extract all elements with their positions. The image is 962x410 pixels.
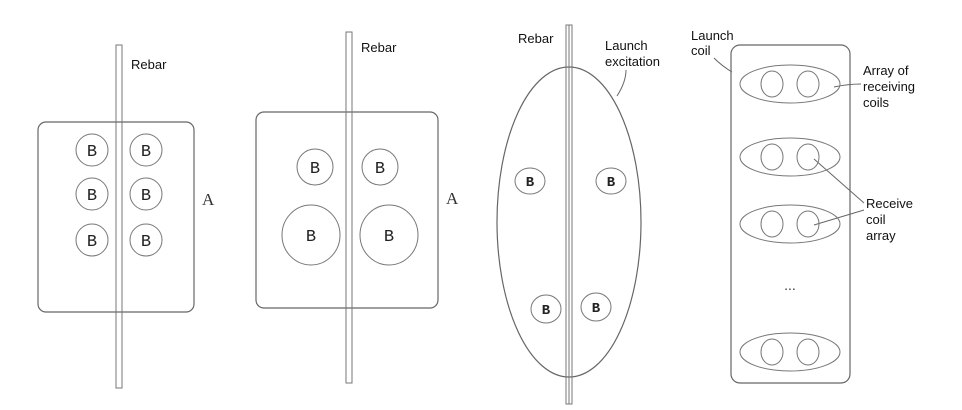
svg-text:B: B <box>526 175 535 191</box>
panel-2-rebar-label: Rebar <box>361 40 397 55</box>
svg-text:B: B <box>310 160 320 179</box>
svg-text:B: B <box>384 228 394 247</box>
panel-4-launch-coil-leader <box>713 57 733 73</box>
panel-4: Launch coil Array of receiving coils Rec… <box>691 28 919 384</box>
panel-2-coil: B <box>296 148 334 186</box>
panel-3-coil: B <box>580 292 612 322</box>
panel-4-array-label: Array of receiving coils <box>863 63 919 110</box>
svg-text:B: B <box>592 301 601 317</box>
panel-1-coil: B <box>75 177 109 211</box>
panel-1-coil: B <box>75 223 109 257</box>
panel-3-coil: B <box>595 167 627 195</box>
svg-text:B: B <box>141 187 151 206</box>
panel-1-coil: B <box>129 133 163 167</box>
panel-4-receive-leader <box>813 209 865 226</box>
svg-text:B: B <box>141 233 151 252</box>
panel-4-receiver-group <box>739 332 841 372</box>
panel-3-excitation-leader <box>616 69 627 97</box>
panel-4-receiver-group <box>739 137 841 177</box>
panel-3-excitation-label: Launch excitation <box>605 38 660 69</box>
panel-3-rebar-label: Rebar <box>518 31 554 46</box>
panel-1-rebar <box>115 44 123 389</box>
panel-1-coil: B <box>129 223 163 257</box>
svg-text:B: B <box>306 228 316 247</box>
panel-2-box <box>255 111 439 309</box>
panel-2-coil: B <box>359 204 419 266</box>
svg-text:B: B <box>542 303 551 319</box>
panel-4-array-leader <box>833 83 862 88</box>
panel-2-coil: B <box>281 204 341 266</box>
svg-text:B: B <box>87 233 97 252</box>
panel-4-receive-leader <box>813 158 865 204</box>
panel-1-coil: B <box>129 177 163 211</box>
panel-1-box-label: A <box>202 190 215 209</box>
panel-2-coil: B <box>361 148 399 186</box>
panel-2-rebar <box>345 31 353 384</box>
panel-4-launch-coil-label: Launch coil <box>691 28 737 58</box>
svg-text:B: B <box>607 175 616 191</box>
panel-4-receive-label: Receive coil array <box>866 196 917 243</box>
svg-text:B: B <box>375 160 385 179</box>
panel-3-coil: B <box>514 167 546 195</box>
panel-3: Rebar Launch excitation B B B B <box>496 24 660 405</box>
svg-text:B: B <box>141 143 151 162</box>
panel-1-coil: B <box>75 133 109 167</box>
panel-2-box-label: A <box>446 189 459 208</box>
panel-3-coil: B <box>530 294 562 324</box>
panel-2: Rebar A B B B B <box>255 31 459 384</box>
panel-1-rebar-label: Rebar <box>131 57 167 72</box>
panel-1: Rebar A B B B B B B <box>37 44 215 389</box>
svg-text:B: B <box>87 187 97 206</box>
svg-text:B: B <box>87 143 97 162</box>
panel-4-receiver-group <box>739 64 841 104</box>
panel-4-ellipsis: ... <box>784 277 796 293</box>
panel-4-receiver-group <box>739 204 841 244</box>
